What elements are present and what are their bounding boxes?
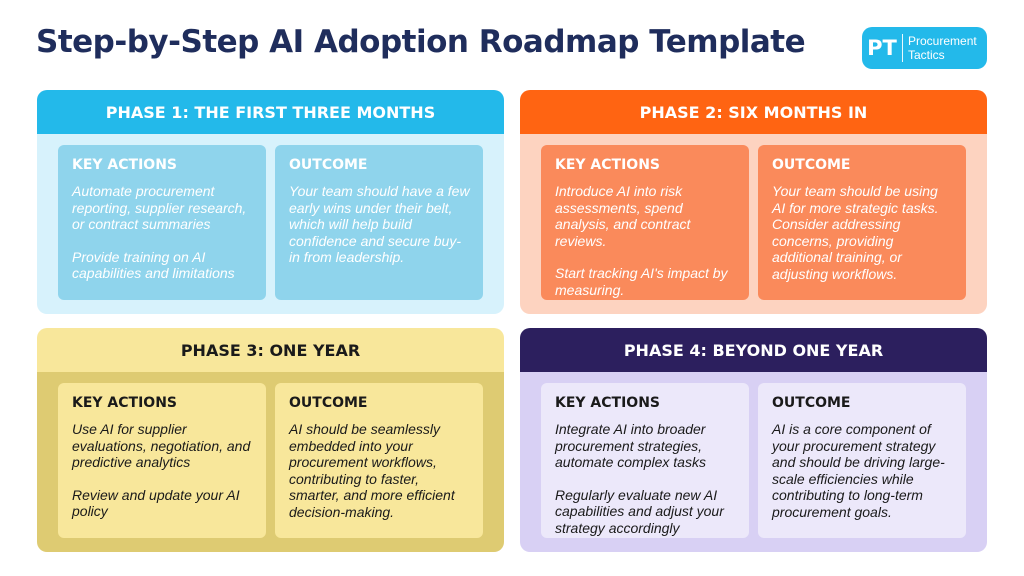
- phase-2-outcome-card: OUTCOME Your team should be using AI for…: [758, 145, 966, 300]
- logo-mark: PT: [867, 36, 897, 60]
- phase-2-panel: PHASE 2: SIX MONTHS IN KEY ACTIONS Intro…: [520, 90, 987, 314]
- phase-3-key-actions-card: KEY ACTIONS Use AI for supplier evaluati…: [58, 383, 266, 538]
- phase-1-key-actions-card: KEY ACTIONS Automate procurement reporti…: [58, 145, 266, 300]
- key-actions-heading: KEY ACTIONS: [555, 395, 660, 411]
- phase-3-outcome-card: OUTCOME AI should be seamlessly embedded…: [275, 383, 483, 538]
- key-actions-heading: KEY ACTIONS: [72, 157, 177, 173]
- page-title: Step-by-Step AI Adoption Roadmap Templat…: [36, 24, 806, 60]
- phase-4-body: KEY ACTIONS Integrate AI into broader pr…: [520, 372, 987, 552]
- key-action-item: Automate procurement reporting, supplier…: [72, 183, 247, 233]
- outcome-heading: OUTCOME: [772, 395, 851, 411]
- outcome-heading: OUTCOME: [289, 157, 368, 173]
- phase-2-body: KEY ACTIONS Introduce AI into risk asses…: [520, 134, 987, 314]
- logo-line-1: Procurement: [908, 34, 977, 48]
- logo-line-2: Tactics: [908, 48, 945, 62]
- phase-1-outcome-card: OUTCOME Your team should have a few earl…: [275, 145, 483, 300]
- key-action-item: Integrate AI into broader procurement st…: [555, 421, 706, 471]
- phase-1-body: KEY ACTIONS Automate procurement reporti…: [37, 134, 504, 314]
- outcome-text: AI is a core component of your procureme…: [772, 421, 945, 520]
- key-action-item: Use AI for supplier evaluations, negotia…: [72, 421, 251, 471]
- logo-wordmark: Procurement Tactics: [903, 34, 977, 62]
- phase-1-panel: PHASE 1: THE FIRST THREE MONTHS KEY ACTI…: [37, 90, 504, 314]
- outcome-heading: OUTCOME: [772, 157, 851, 173]
- phase-3-body: KEY ACTIONS Use AI for supplier evaluati…: [37, 372, 504, 552]
- phase-2-key-actions-card: KEY ACTIONS Introduce AI into risk asses…: [541, 145, 749, 300]
- key-action-item: Regularly evaluate new AI capabilities a…: [555, 486, 724, 536]
- key-action-item: Provide training on AI capabilities and …: [72, 248, 235, 282]
- phase-3-title: PHASE 3: ONE YEAR: [37, 328, 504, 372]
- key-action-item: Introduce AI into risk assessments, spen…: [555, 183, 691, 249]
- phase-4-title: PHASE 4: BEYOND ONE YEAR: [520, 328, 987, 372]
- phase-2-title: PHASE 2: SIX MONTHS IN: [520, 90, 987, 134]
- key-actions-heading: KEY ACTIONS: [72, 395, 177, 411]
- outcome-text: Your team should have a few early wins u…: [289, 183, 470, 266]
- phase-1-title: PHASE 1: THE FIRST THREE MONTHS: [37, 90, 504, 134]
- outcome-text: Your team should be using AI for more st…: [772, 183, 939, 282]
- phase-3-panel: PHASE 3: ONE YEAR KEY ACTIONS Use AI for…: [37, 328, 504, 552]
- outcome-heading: OUTCOME: [289, 395, 368, 411]
- key-action-item: Start tracking AI's impact by measuring.: [555, 265, 728, 298]
- procurement-tactics-logo: PT Procurement Tactics: [862, 27, 987, 69]
- outcome-text: AI should be seamlessly embedded into yo…: [289, 421, 455, 520]
- phase-4-panel: PHASE 4: BEYOND ONE YEAR KEY ACTIONS Int…: [520, 328, 987, 552]
- key-actions-heading: KEY ACTIONS: [555, 157, 660, 173]
- phase-4-key-actions-card: KEY ACTIONS Integrate AI into broader pr…: [541, 383, 749, 538]
- logo-divider: [902, 34, 903, 62]
- key-action-item: Review and update your AI policy: [72, 486, 240, 520]
- phase-4-outcome-card: OUTCOME AI is a core component of your p…: [758, 383, 966, 538]
